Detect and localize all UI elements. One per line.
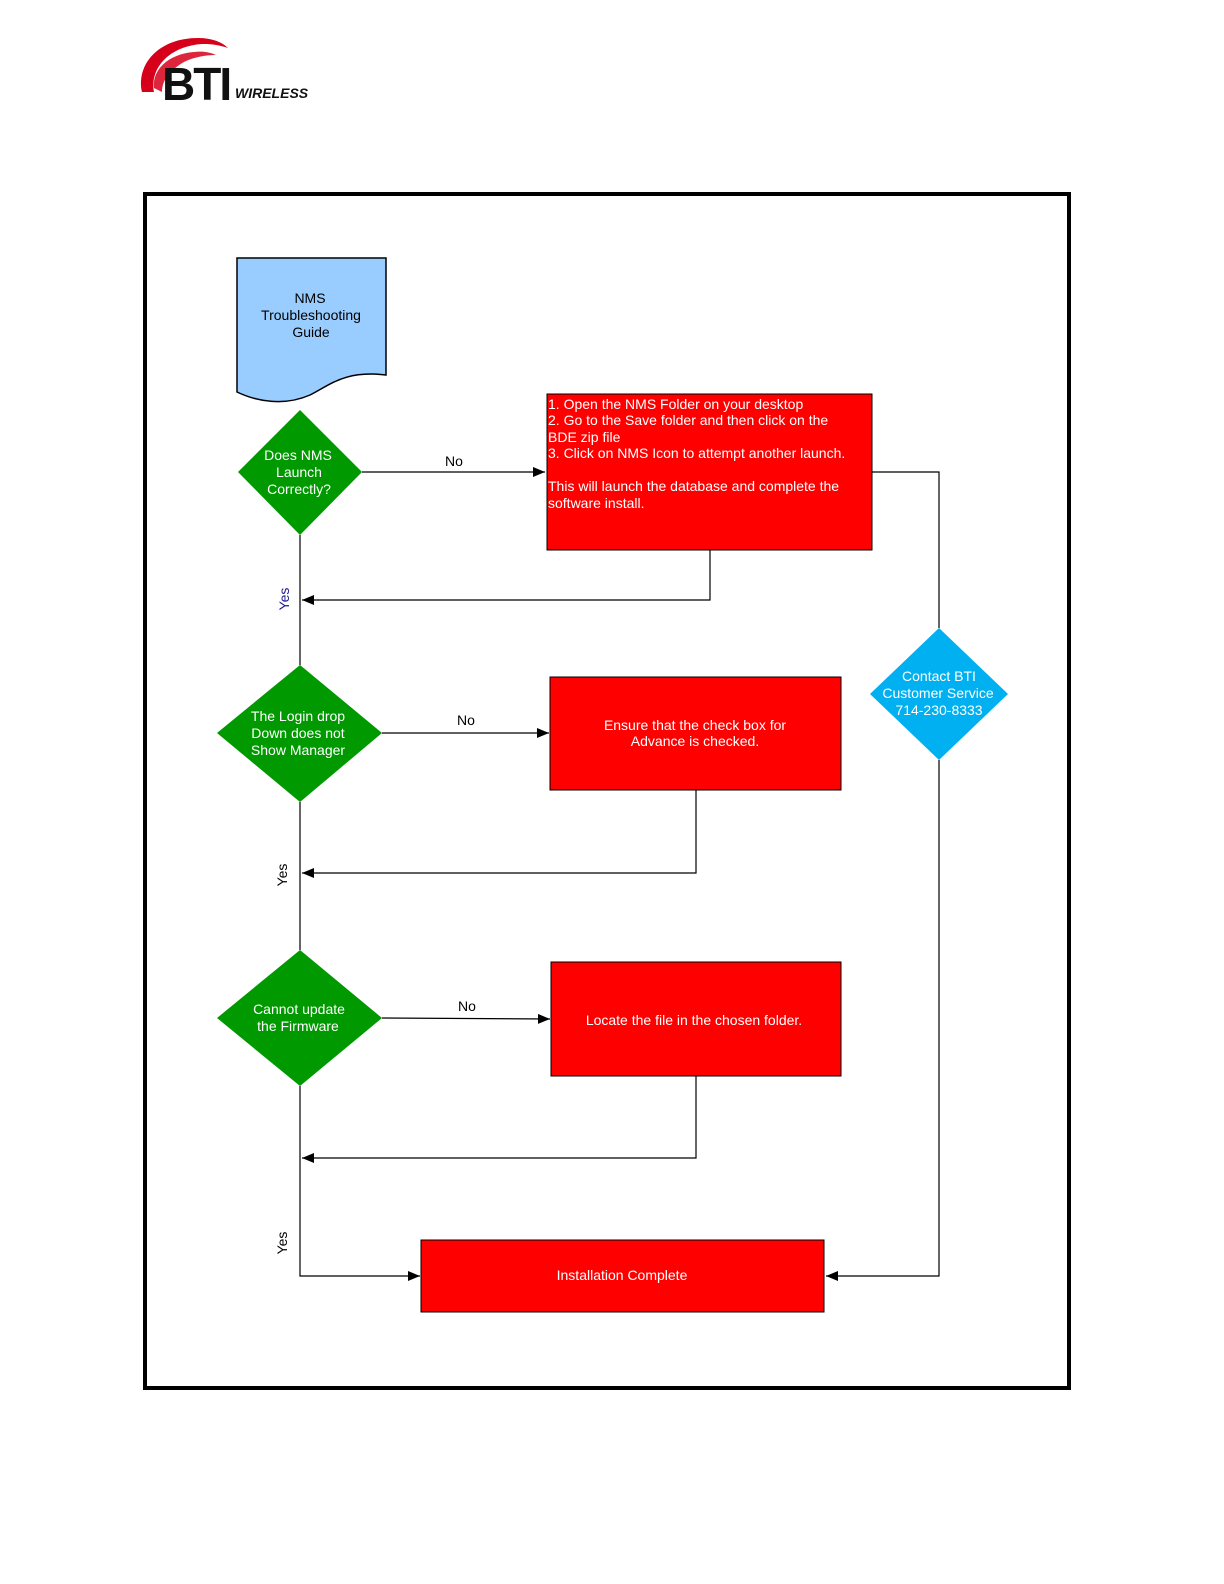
end-box [420, 1239, 825, 1313]
bti-wireless-logo: BTI WIRELESS [132, 30, 322, 110]
edge-d3-no [381, 1013, 551, 1024]
edge-process1-return [302, 550, 711, 605]
decision-node-firmware: Cannot update the Firmware [217, 950, 382, 1086]
decision-3-line-1: Cannot update [253, 1001, 345, 1017]
start-document-shape [236, 257, 387, 403]
svg-text:WIRELESS: WIRELESS [235, 85, 309, 101]
edge-process3-return [302, 1076, 697, 1163]
start-node-line-3: Guide [292, 324, 330, 340]
process-1-note-line-2: software install. [548, 495, 644, 511]
edge-label-d1-yes: Yes [276, 588, 292, 611]
process-1-line-3: BDE zip file [548, 429, 621, 445]
process-1-line-4: 3. Click on NMS Icon to attempt another … [548, 445, 845, 461]
end-line-1: Installation Complete [557, 1267, 688, 1283]
contact-node: Contact BTI Customer Service 714-230-833… [870, 628, 1008, 760]
decision-2-line-3: Show Manager [251, 742, 346, 758]
edge-label-d2-no: No [457, 712, 475, 728]
start-node-line-1: NMS [294, 290, 325, 306]
process-2-line-1: Ensure that the check box for [604, 717, 786, 733]
decision-3-diamond [217, 950, 382, 1086]
process-1-line-1: 1. Open the NMS Folder on your desktop [548, 396, 803, 412]
edge-process2-return [302, 790, 697, 878]
edge-label-d2-yes: Yes [274, 864, 290, 887]
contact-line-1: Contact BTI [902, 668, 976, 684]
decision-2-line-2: Down does not [251, 725, 345, 741]
contact-line-2: Customer Service [882, 685, 993, 701]
edge-label-d3-yes: Yes [274, 1232, 290, 1255]
edge-label-d3-no: No [458, 998, 476, 1014]
decision-2-diamond [217, 665, 382, 802]
process-node-relaunch: 1. Open the NMS Folder on your desktop 2… [546, 393, 873, 551]
start-node-line-2: Troubleshooting [261, 307, 361, 323]
decision-1-line-3: Correctly? [267, 481, 331, 497]
end-node: Installation Complete [420, 1239, 825, 1313]
edge-contact-end [826, 760, 940, 1281]
process-2-line-2: Advance is checked. [631, 733, 759, 749]
diagram-frame [143, 192, 1071, 1390]
decision-2-line-1: The Login drop [251, 708, 345, 724]
decision-1-line-2: Launch [276, 464, 322, 480]
process-node-locate-file: Locate the file in the chosen folder. [550, 961, 842, 1077]
decision-1-diamond [238, 410, 362, 535]
edge-process1-contact [872, 471, 940, 628]
process-1-note-line-1: This will launch the database and comple… [548, 478, 839, 494]
contact-diamond [870, 628, 1008, 760]
decision-1-line-1: Does NMS [264, 447, 332, 463]
start-node: NMS Troubleshooting Guide [236, 257, 387, 403]
decision-3-line-2: the Firmware [257, 1018, 339, 1034]
process-3-line-1: Locate the file in the chosen folder. [586, 1012, 802, 1028]
edge-d3-yes [299, 1086, 420, 1281]
process-3-box [550, 961, 842, 1077]
connectors [299, 467, 940, 1281]
decision-node-login: The Login drop Down does not Show Manage… [217, 665, 382, 802]
process-1-box [546, 393, 873, 551]
contact-line-3: 714-230-8333 [895, 702, 982, 718]
process-node-advance-checkbox: Ensure that the check box for Advance is… [549, 676, 842, 791]
svg-text:BTI: BTI [162, 58, 230, 110]
process-1-line-2: 2. Go to the Save folder and then click … [548, 412, 828, 428]
edge-label-d1-no: No [445, 453, 463, 469]
process-2-box [549, 676, 842, 791]
decision-node-launch: Does NMS Launch Correctly? [238, 410, 362, 535]
